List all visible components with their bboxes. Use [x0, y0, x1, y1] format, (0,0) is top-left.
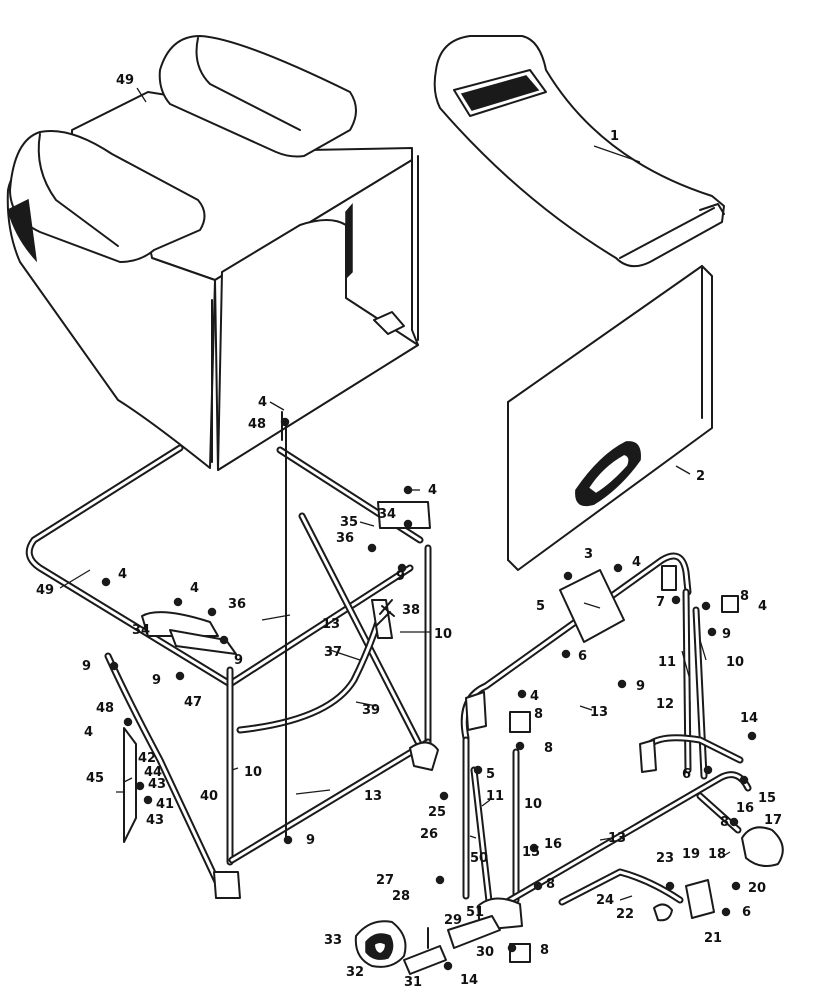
callout-6: 6: [682, 767, 691, 782]
callout-8: 8: [534, 707, 543, 722]
callout-23: 23: [656, 851, 674, 866]
callout-40: 40: [200, 789, 218, 804]
callout-12: 12: [656, 697, 674, 712]
callout-9: 9: [636, 679, 645, 694]
callout-2: 2: [696, 469, 705, 484]
callout-10: 10: [524, 797, 542, 812]
callout-38: 38: [402, 603, 420, 618]
callout-labels: 49 1 4 48 2 4 35 36 34 9 49 4 4 36 38 10…: [36, 73, 782, 990]
callout-9: 9: [82, 659, 91, 674]
callout-6: 6: [578, 649, 587, 664]
callout-36: 36: [336, 531, 354, 546]
callout-4: 4: [758, 599, 767, 614]
callout-4: 4: [632, 555, 641, 570]
callout-4: 4: [530, 689, 539, 704]
callout-25: 25: [428, 805, 446, 820]
callout-37: 37: [324, 645, 342, 660]
callout-27: 27: [376, 873, 394, 888]
callout-51: 51: [466, 905, 484, 920]
callout-17: 17: [764, 813, 782, 828]
callout-48: 48: [248, 417, 266, 432]
callout-4: 4: [428, 483, 437, 498]
callout-10: 10: [434, 627, 452, 642]
callout-20: 20: [748, 881, 766, 896]
callout-11: 11: [486, 789, 504, 804]
callout-9: 9: [396, 569, 405, 584]
callout-14: 14: [460, 973, 478, 988]
callout-15: 15: [758, 791, 776, 806]
callout-41: 41: [156, 797, 174, 812]
right-support-frame: [354, 552, 784, 975]
callout-48: 48: [96, 701, 114, 716]
callout-35: 35: [340, 515, 358, 530]
callout-8: 8: [546, 877, 555, 892]
callout-7: 7: [656, 595, 665, 610]
callout-45: 45: [86, 771, 104, 786]
callout-32: 32: [346, 965, 364, 980]
callout-5: 5: [486, 767, 495, 782]
callout-49: 49: [36, 583, 54, 598]
callout-36: 36: [228, 597, 246, 612]
left-support-frame: [25, 411, 439, 899]
callout-9: 9: [234, 653, 243, 668]
callout-28: 28: [392, 889, 410, 904]
callout-34: 34: [378, 507, 396, 522]
callout-43: 43: [146, 813, 164, 828]
callout-50: 50: [470, 851, 488, 866]
callout-6: 6: [742, 905, 751, 920]
callout-19: 19: [682, 847, 700, 862]
callout-31: 31: [404, 975, 422, 990]
callout-1: 1: [610, 129, 619, 144]
callout-8: 8: [540, 943, 549, 958]
callout-16: 16: [544, 837, 562, 852]
callout-18: 18: [708, 847, 726, 862]
callout-8: 8: [544, 741, 553, 756]
callout-13: 13: [322, 617, 340, 632]
callout-22: 22: [616, 907, 634, 922]
callout-4: 4: [118, 567, 127, 582]
callout-30: 30: [476, 945, 494, 960]
callout-24: 24: [596, 893, 614, 908]
callout-5: 5: [536, 599, 545, 614]
callout-33: 33: [324, 933, 342, 948]
callout-9: 9: [306, 833, 315, 848]
fasteners: [101, 417, 757, 971]
callout-11: 11: [658, 655, 676, 670]
leader-lines: [59, 87, 731, 901]
callout-26: 26: [420, 827, 438, 842]
callout-49: 49: [116, 73, 134, 88]
callout-10: 10: [244, 765, 262, 780]
callout-4: 4: [84, 725, 93, 740]
callout-39: 39: [362, 703, 380, 718]
callout-4: 4: [190, 581, 199, 596]
callout-13: 13: [364, 789, 382, 804]
callout-47: 47: [184, 695, 202, 710]
callout-13: 13: [590, 705, 608, 720]
callout-9: 9: [152, 673, 161, 688]
callout-10: 10: [726, 655, 744, 670]
callout-43: 43: [148, 777, 166, 792]
callout-29: 29: [444, 913, 462, 928]
grass-catcher-bag: [6, 35, 419, 471]
callout-8: 8: [740, 589, 749, 604]
callout-14: 14: [740, 711, 758, 726]
callout-3: 3: [584, 547, 593, 562]
callout-34: 34: [132, 623, 150, 638]
rear-panel: [507, 265, 713, 571]
callout-4: 4: [258, 395, 267, 410]
callout-42: 42: [138, 751, 156, 766]
callout-13: 13: [608, 831, 626, 846]
callout-8: 8: [720, 815, 729, 830]
callout-9: 9: [722, 627, 731, 642]
callout-16: 16: [736, 801, 754, 816]
callout-44: 44: [144, 765, 162, 780]
callout-15: 15: [522, 845, 540, 860]
chute-deflector: [433, 35, 725, 268]
callout-21: 21: [704, 931, 722, 946]
